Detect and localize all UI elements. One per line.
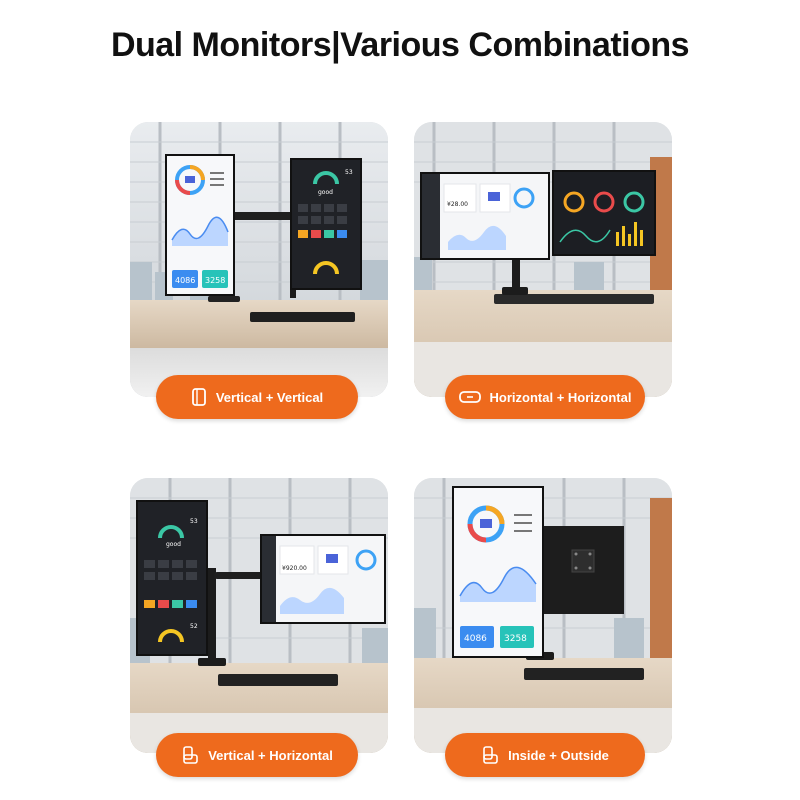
office-scene-image: 4086 3258 good 53 [130, 122, 388, 397]
value-text: ¥28.00 [447, 201, 468, 208]
status-num-alt-text: 52 [190, 623, 198, 630]
stat-a-text: 4086 [175, 276, 195, 285]
page-title: Dual Monitors|Various Combinations [110, 26, 690, 64]
value-text: ¥920.00 [282, 565, 307, 572]
combo-label: Vertical + Horizontal [208, 747, 333, 763]
stat-a-text: 4086 [464, 634, 487, 644]
office-scene-image: 4086 3258 [414, 478, 672, 753]
combo-label: Inside + Outside [508, 747, 609, 763]
status-word-text: good [318, 189, 333, 196]
combo-pill-inside-outside[interactable]: Inside + Outside [445, 733, 645, 777]
status-num-text: 53 [190, 518, 198, 525]
office-scene-image: good 53 52 ¥920.00 [130, 478, 388, 753]
office-scene-image: ¥28.00 [414, 122, 672, 397]
combo-card-vertical-vertical: 4086 3258 good 53 [130, 122, 388, 397]
stat-b-text: 3258 [504, 634, 527, 644]
stat-b-text: 3258 [205, 276, 225, 285]
combo-pill-vertical-vertical[interactable]: Vertical + Vertical [156, 375, 358, 419]
combo-label: Horizontal + Horizontal [489, 389, 632, 405]
rotate-monitor-icon [183, 746, 198, 764]
combo-pill-vertical-horizontal[interactable]: Vertical + Horizontal [156, 733, 358, 777]
landscape-monitor-icon [458, 391, 481, 403]
portrait-monitor-icon [191, 388, 206, 406]
rotate-monitor-icon [483, 746, 498, 764]
combo-card-vertical-horizontal: good 53 52 ¥920.00 [130, 478, 388, 753]
status-word-text: good [166, 541, 181, 548]
combo-card-inside-outside: 4086 3258 [414, 478, 672, 753]
combo-label: Vertical + Vertical [215, 389, 324, 405]
status-num-text: 53 [345, 169, 353, 176]
combo-pill-horizontal-horizontal[interactable]: Horizontal + Horizontal [445, 375, 645, 419]
combo-card-horizontal-horizontal: ¥28.00 [414, 122, 672, 397]
